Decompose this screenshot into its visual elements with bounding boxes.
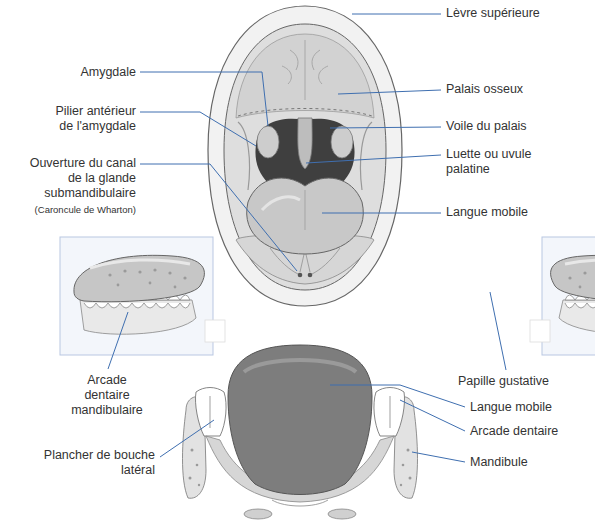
part-label: Lèvre supérieure xyxy=(446,6,576,21)
part-label: Arcade dentaire mandibulaire xyxy=(67,373,147,418)
open-mouth xyxy=(208,6,402,306)
part-label: Langue mobile xyxy=(446,205,576,220)
part-label: Voile du palais xyxy=(446,119,576,134)
part-label: Arcade dentaire xyxy=(470,424,585,439)
part-label: Amygdale xyxy=(36,65,136,80)
part-label: Mandibule xyxy=(470,455,585,470)
part-label: Pilier antérieur de l'amygdale xyxy=(41,104,136,134)
cross-section xyxy=(183,345,418,519)
tongue-profile-insets xyxy=(60,237,595,355)
part-label: Langue mobile xyxy=(470,400,585,415)
part-label: Palais osseux xyxy=(446,82,576,97)
part-label: Papille gustative xyxy=(458,374,578,389)
leader-lines xyxy=(108,14,506,462)
part-label: Plancher de bouche latéral xyxy=(37,448,155,478)
part-label: (Caroncule de Wharton) xyxy=(6,204,136,216)
part-label: Luette ou uvule palatine xyxy=(446,147,546,177)
part-label: Ouverture du canal de la glande submandi… xyxy=(18,156,136,201)
